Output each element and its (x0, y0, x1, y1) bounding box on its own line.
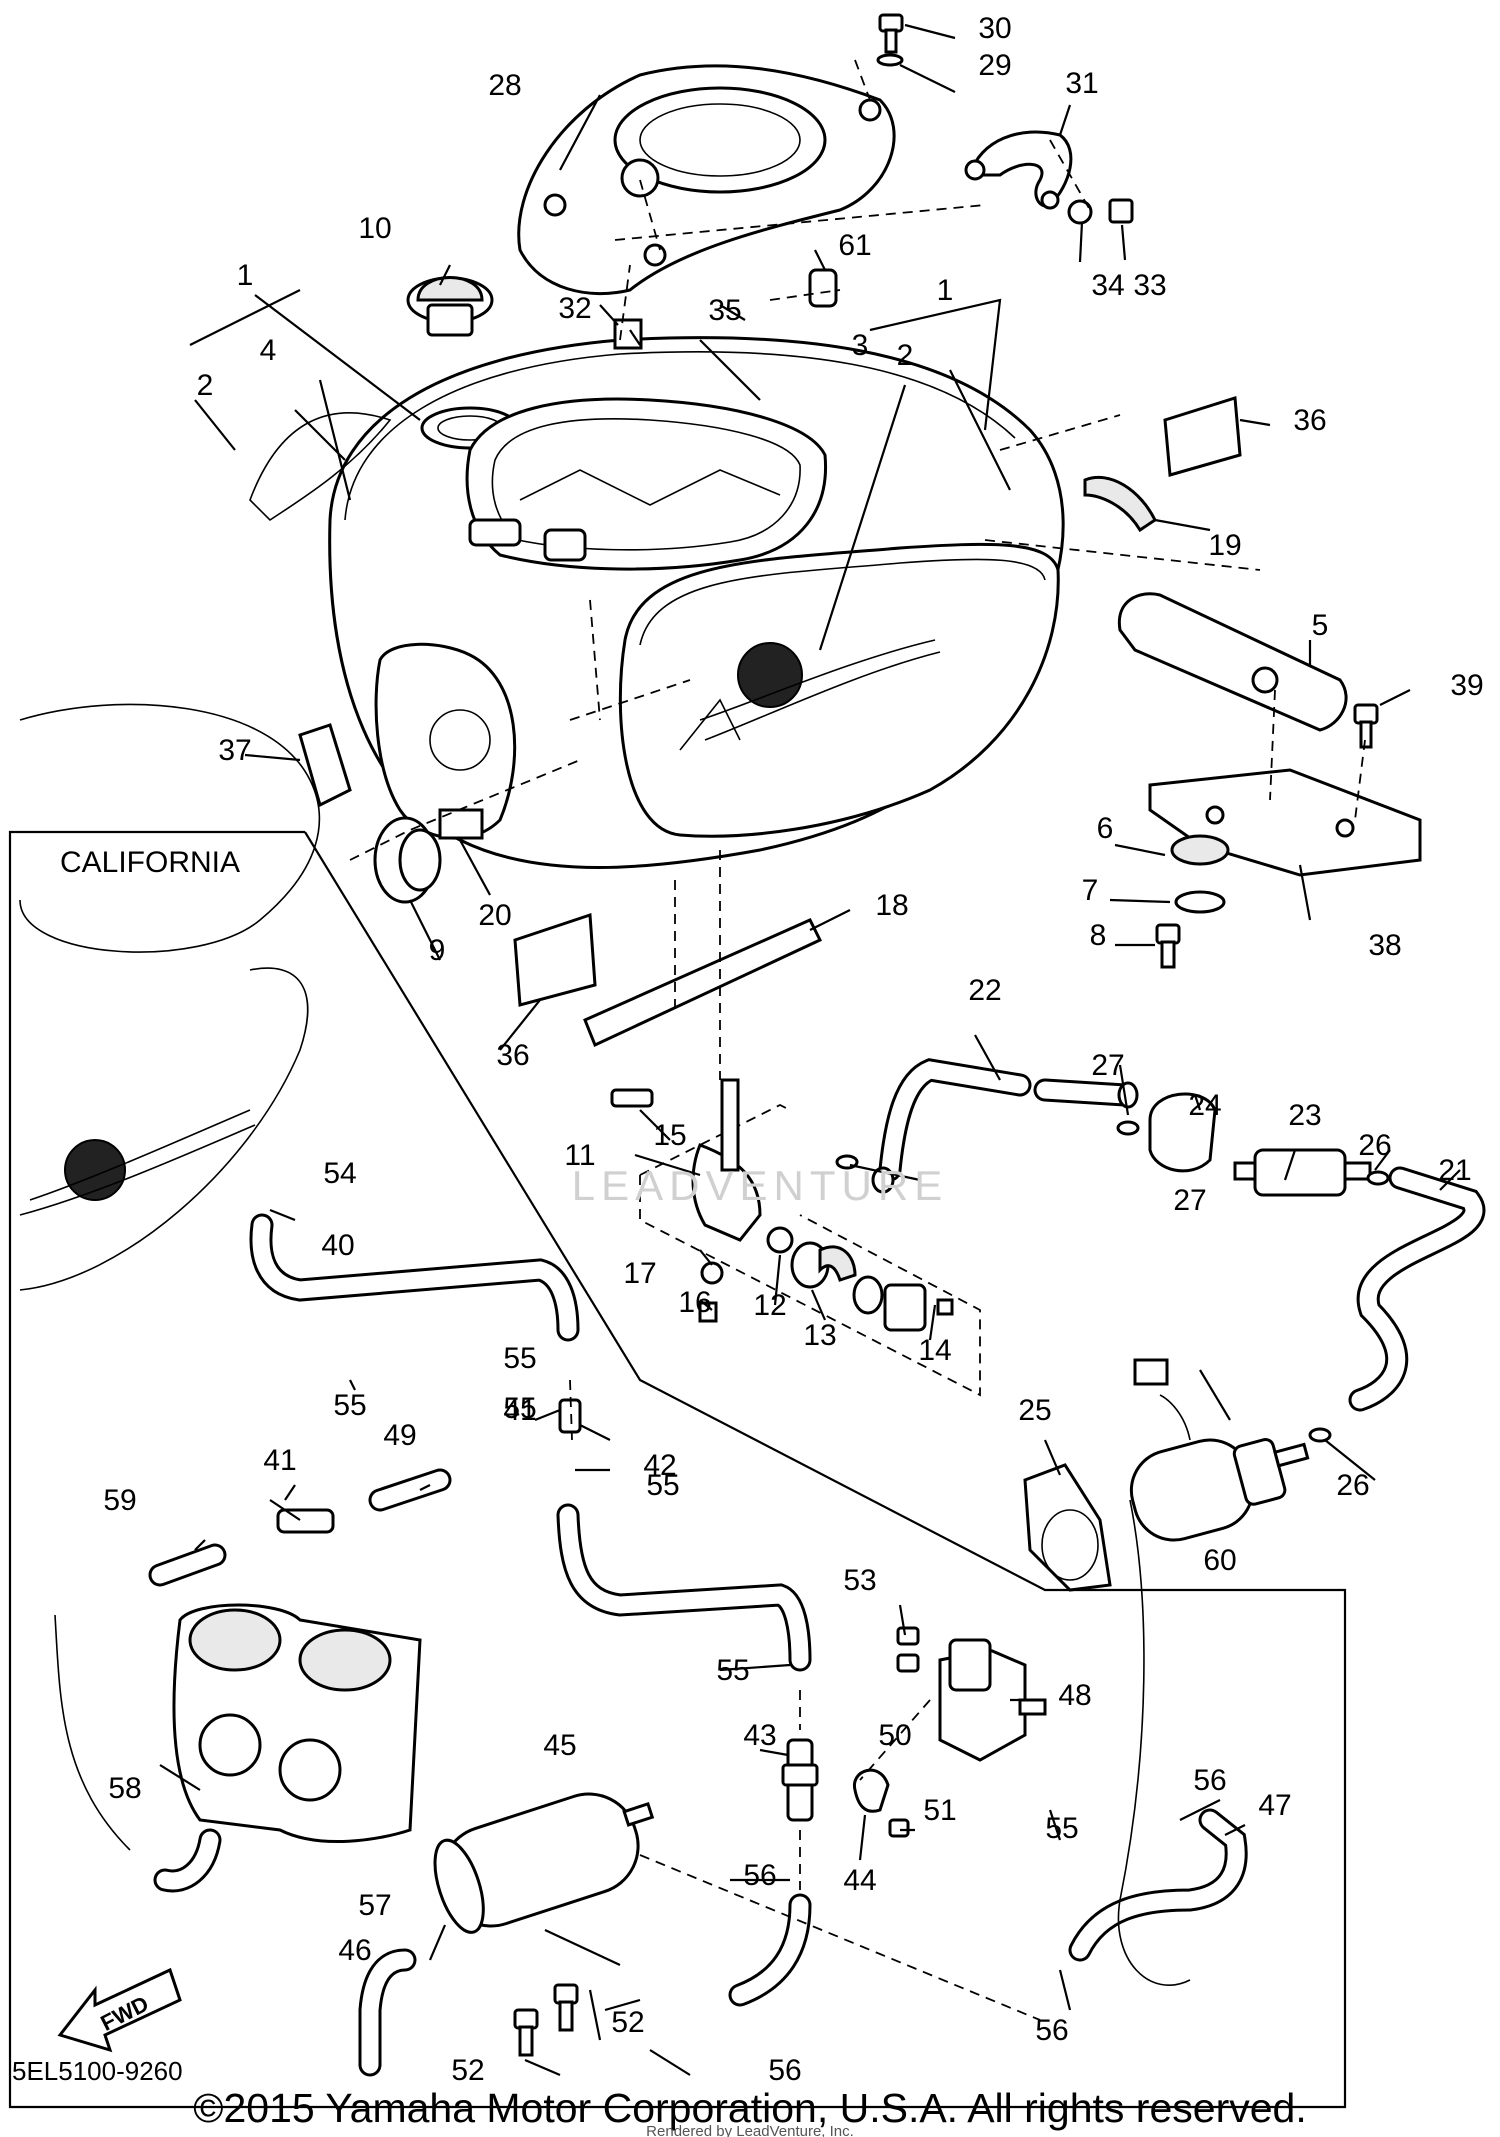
callout-20: 20 (478, 899, 511, 932)
callout-38: 38 (1368, 929, 1401, 962)
callout-57: 57 (358, 1889, 391, 1922)
callout-16: 16 (678, 1286, 711, 1319)
callout-36: 36 (1293, 404, 1326, 437)
callout-56: 56 (743, 1859, 776, 1892)
callout-55: 55 (503, 1392, 536, 1425)
callout-25: 25 (1018, 1394, 1051, 1427)
callout-39: 39 (1450, 669, 1483, 702)
callout-1: 1 (937, 274, 954, 307)
fuel-tank-body (249, 336, 1065, 869)
callout-55: 55 (1045, 1812, 1078, 1845)
callout-42: 42 (643, 1449, 676, 1482)
callout-55: 55 (716, 1654, 749, 1687)
callout-41: 41 (263, 1444, 296, 1477)
callout-11: 11 (564, 1139, 595, 1172)
callout-47: 47 (1258, 1789, 1291, 1822)
callout-52: 52 (611, 2006, 644, 2039)
callout-28: 28 (488, 69, 521, 102)
callout-26: 26 (1358, 1129, 1391, 1162)
california-components (19, 703, 1248, 2077)
callout-56: 56 (768, 2054, 801, 2087)
callout-29: 29 (978, 49, 1011, 82)
callout-26: 26 (1336, 1469, 1369, 1502)
callout-27: 27 (1091, 1049, 1124, 1082)
callout-2: 2 (197, 369, 214, 402)
callout-54: 54 (323, 1157, 356, 1190)
callout-53: 53 (843, 1564, 876, 1597)
callout-50: 50 (878, 1719, 911, 1752)
california-inset-frame (8, 830, 1347, 2109)
callout-36: 36 (496, 1039, 529, 1072)
callout-56: 56 (1193, 1764, 1226, 1797)
callout-1: 1 (237, 259, 254, 292)
callout-21: 21 (1438, 1154, 1471, 1187)
callout-35: 35 (708, 294, 741, 327)
callout-43: 43 (743, 1719, 776, 1752)
callout-61: 61 (838, 229, 871, 262)
callout-40: 40 (321, 1229, 354, 1262)
callout-9: 9 (429, 934, 446, 967)
callout-10: 10 (358, 212, 391, 245)
callout-6: 6 (1097, 812, 1114, 845)
callout-13: 13 (803, 1319, 836, 1352)
callout-33: 33 (1133, 269, 1166, 302)
california-label: CALIFORNIA (60, 846, 240, 879)
callout-7: 7 (1082, 874, 1099, 907)
callout-15: 15 (653, 1119, 686, 1152)
callout-17: 17 (623, 1257, 656, 1290)
callout-27: 27 (1173, 1184, 1206, 1217)
rendered-by-notice: Rendered by LeadVenture, Inc. (646, 2123, 854, 2137)
fuel-cock-assembly (610, 1078, 981, 1397)
callout-45: 45 (543, 1729, 576, 1762)
diagram-code: 5EL5100-9260 (12, 2056, 183, 2086)
callout-30: 30 (978, 12, 1011, 45)
callout-41: 41 (503, 1394, 536, 1427)
callout-19: 19 (1208, 529, 1241, 562)
callout-12: 12 (753, 1289, 786, 1322)
guide-lines (349, 59, 1366, 2021)
callout-56: 56 (1035, 2014, 1068, 2047)
callout-55: 55 (646, 1469, 679, 1502)
fuel-line-right (835, 1058, 1486, 1592)
callout-44: 44 (843, 1864, 876, 1897)
copyright-notice: ©2015 Yamaha Motor Corporation, U.S.A. A… (193, 2085, 1306, 2131)
callout-55: 55 (503, 1342, 536, 1375)
callout-49: 49 (383, 1419, 416, 1452)
callout-5: 5 (1312, 609, 1329, 642)
callout-23: 23 (1288, 1099, 1321, 1132)
watermark-text: LEADVENTURE (572, 1162, 948, 1209)
upper-small-parts (298, 13, 1422, 1048)
callout-52: 52 (451, 2054, 484, 2087)
callout-48: 48 (1058, 1679, 1091, 1712)
callout-2: 2 (897, 339, 914, 372)
callout-32: 32 (558, 292, 591, 325)
callout-60: 60 (1203, 1544, 1236, 1577)
callout-46: 46 (338, 1934, 371, 1967)
callout-14: 14 (918, 1334, 951, 1367)
callout-59: 59 (103, 1484, 136, 1517)
callout-8: 8 (1090, 919, 1107, 952)
callout-18: 18 (875, 889, 908, 922)
callout-51: 51 (923, 1794, 956, 1827)
callout-34: 34 (1091, 269, 1124, 302)
callout-55: 55 (333, 1389, 366, 1422)
tank-cover-28 (517, 64, 896, 296)
callout-3: 3 (852, 329, 869, 362)
callout-24: 24 (1188, 1089, 1221, 1122)
callout-37: 37 (218, 734, 251, 767)
callout-31: 31 (1065, 67, 1098, 100)
callout-22: 22 (968, 974, 1001, 1007)
callout-4: 4 (260, 334, 277, 367)
leader-lines (159, 23, 1461, 2077)
callout-58: 58 (108, 1772, 141, 1805)
